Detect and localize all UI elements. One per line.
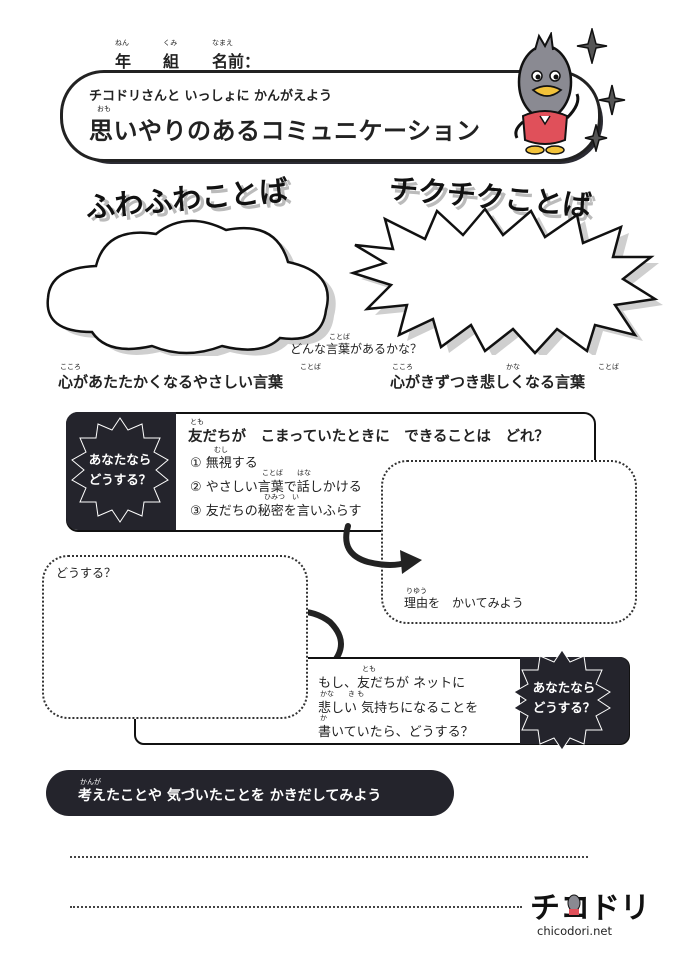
year-ruby: ねん xyxy=(115,39,129,47)
option-ruby-1: むし xyxy=(214,446,228,454)
option-ruby-3: ひみつ い xyxy=(264,493,299,501)
scenario1-question-ruby: とも xyxy=(190,418,204,426)
option-item-2[interactable]: ② やさしい言葉で話しかける xyxy=(190,480,362,495)
class-label: 組 xyxy=(163,52,180,71)
mascot-bird-icon xyxy=(514,32,580,155)
page-title: 思いやりのあるコミュニケーション xyxy=(89,117,481,145)
title-subtitle: チコドリさんと いっしょに かんがえよう xyxy=(89,89,333,104)
scenario2-ruby-1: とも xyxy=(362,665,376,673)
chikuchiku-title: チクチクことば チクチクことば xyxy=(388,171,597,227)
scenario1-badge-burst-icon xyxy=(71,417,169,523)
chikuchiku-spiky-box[interactable] xyxy=(345,205,665,355)
header-fields: ねん 年 くみ 組 なまえ 名前： xyxy=(115,38,315,71)
scenario2-ruby-3: か xyxy=(320,714,327,722)
question-ruby: ことば xyxy=(329,333,350,341)
chiku-caption-ruby-kokoro: こころ xyxy=(392,363,413,371)
chiku-caption-ruby-kana: かな xyxy=(506,363,520,371)
brand-logo-bird-icon xyxy=(567,894,581,915)
brand-logo-text: チコドリ xyxy=(530,891,650,924)
name-ruby: なまえ xyxy=(212,39,233,47)
option-item-1[interactable]: ① 無視する xyxy=(190,456,258,471)
option-ruby-2: ことば はな xyxy=(262,469,311,477)
reflection-line-2[interactable] xyxy=(70,906,522,908)
reason-box[interactable] xyxy=(381,460,637,624)
sparkle-icon xyxy=(576,28,608,64)
brand-logo: チコドリ xyxy=(530,888,656,928)
sparkle-icon xyxy=(584,124,608,152)
reason-label: 理由を かいてみよう xyxy=(404,596,524,610)
answer-box[interactable] xyxy=(42,555,308,719)
fuwa-caption: 心があたたかくなるやさしい言葉 xyxy=(58,373,284,391)
reflection-line-1[interactable] xyxy=(70,856,588,858)
words-question: どんな言葉があるかな？ xyxy=(290,342,423,356)
brand-logo-graphic: チコドリ xyxy=(530,891,650,924)
scenario2-badge-burst-icon xyxy=(513,649,611,751)
scenario2-line-1: もし、友だちが ネットに xyxy=(318,676,466,691)
title-main-ruby: おも xyxy=(97,105,111,113)
option-item-3[interactable]: ③ 友だちの秘密を言いふらす xyxy=(190,504,362,519)
scenario2-ruby-2: かな き も xyxy=(320,690,365,698)
scenario2-badge: あなたなら どうする？ xyxy=(532,680,596,715)
scenario1-question: 友だちが こまっていたときに できることは どれ？ xyxy=(188,429,549,445)
chiku-caption: 心がきずつき悲しくなる言葉 xyxy=(390,373,586,391)
fuwafuwa-cloud-box[interactable] xyxy=(36,206,346,356)
year-label: 年 xyxy=(115,52,132,71)
reason-ruby: りゆう xyxy=(406,587,427,595)
scenario1-badge: あなたなら どうする？ xyxy=(88,452,152,487)
scenario2-line-3: 書いていたら、どうする？ xyxy=(318,725,474,740)
title-box: チコドリさんと いっしょに かんがえよう おも 思いやりのあるコミュニケーション xyxy=(60,70,601,162)
reflection-banner xyxy=(46,770,454,816)
reflection-label: 考えたことや 気づいたことを かきだしてみよう xyxy=(78,788,382,804)
arrow-right-icon xyxy=(343,523,422,574)
name-label[interactable]: 名前： xyxy=(212,52,261,71)
fuwa-caption-ruby-kotoba: ことば xyxy=(300,363,321,371)
reflection-ruby: かんが xyxy=(80,778,101,786)
fuwa-caption-ruby-kokoro: こころ xyxy=(60,363,81,371)
scenario2-line-2: 悲しい 気持ちになることを xyxy=(318,701,479,716)
chiku-caption-ruby-kotoba: ことば xyxy=(598,363,619,371)
brand-url[interactable]: chicodori.net xyxy=(537,924,612,938)
class-ruby: くみ xyxy=(163,39,178,47)
sparkle-icon xyxy=(598,84,626,116)
answer-label: どうする？ xyxy=(56,566,117,580)
